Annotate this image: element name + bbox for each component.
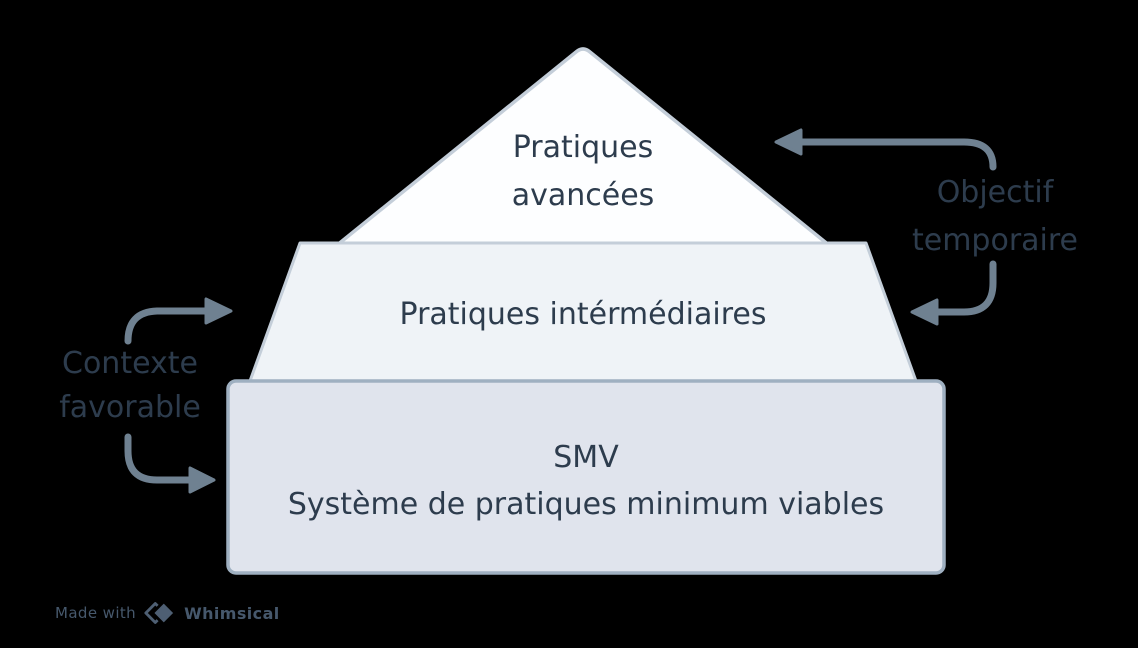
right-annotation-label: Objectif temporaire bbox=[895, 169, 1095, 265]
whimsical-watermark[interactable]: Made with Whimsical bbox=[55, 598, 280, 628]
right-bottom-arrow bbox=[910, 260, 997, 326]
pyramid-level-top-shape bbox=[329, 47, 837, 252]
left-annotation-line2: favorable bbox=[59, 390, 201, 425]
pyramid-top-label-line2: avancées bbox=[511, 178, 655, 213]
pyramid-top-label: Pratiques avancées bbox=[433, 124, 733, 220]
right-bottom-arrowhead-icon bbox=[910, 298, 939, 326]
pyramid-bottom-label-line2: Système de pratiques minimum viables bbox=[287, 487, 885, 522]
left-bottom-arrowhead-icon bbox=[188, 466, 216, 494]
right-annotation-line1: Objectif bbox=[936, 175, 1054, 210]
pyramid-bottom-label: SMV Système de pratiques minimum viables bbox=[286, 434, 886, 528]
right-top-arrow bbox=[774, 128, 997, 171]
pyramid-top-label-line1: Pratiques bbox=[512, 130, 654, 165]
left-annotation-label: Contexte favorable bbox=[30, 342, 230, 430]
left-annotation-line1: Contexte bbox=[62, 346, 198, 381]
watermark-brand-text: Whimsical bbox=[184, 603, 280, 623]
pyramid-level-bottom-shape bbox=[226, 379, 946, 575]
watermark-made-with-text: Made with bbox=[55, 604, 137, 622]
left-bottom-arrow bbox=[124, 433, 216, 494]
right-annotation-line2: temporaire bbox=[911, 223, 1079, 258]
pyramid-bottom-label-line1: SMV bbox=[553, 440, 619, 475]
right-top-arrowhead-icon bbox=[774, 128, 803, 156]
left-top-arrow bbox=[124, 297, 233, 345]
left-top-arrowhead-icon bbox=[204, 297, 233, 325]
whimsical-logo-icon bbox=[144, 600, 177, 626]
pyramid-middle-label: Pratiques intérmédiaires bbox=[399, 297, 767, 332]
